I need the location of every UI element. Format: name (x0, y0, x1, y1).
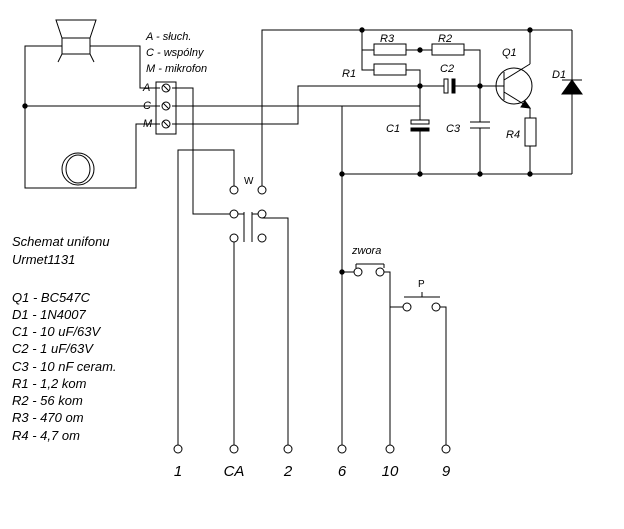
jumper-label: zwora (351, 245, 381, 257)
wire-r1-right (406, 69, 421, 86)
label-d1: D1 (552, 69, 566, 81)
capacitor-c1-plus (410, 119, 430, 125)
part-item: C2 - 1 uF/63V (12, 341, 94, 356)
terminal-10-pin (385, 444, 395, 454)
capacitor-c2-minus (451, 78, 456, 94)
part-item: Q1 - BC547C (12, 290, 91, 305)
wire-m-amp (172, 85, 420, 125)
wire-terminal-9 (440, 306, 447, 449)
wire-top-rail (261, 29, 572, 190)
hook-switch-label: W (244, 176, 254, 187)
terminal-row (173, 444, 451, 454)
connector-block (155, 81, 177, 135)
part-item: R3 - 470 om (12, 410, 84, 425)
wire-terminal-1 (177, 149, 235, 449)
terminal-ca-pin (229, 444, 239, 454)
label-r4: R4 (506, 129, 520, 141)
terminal-label: 6 (338, 463, 347, 480)
terminal-2-pin (283, 444, 293, 454)
part-item: D1 - 1N4007 (12, 307, 86, 322)
capacitor-c2-plus (443, 78, 449, 94)
resistor-r3 (373, 43, 407, 56)
terminal-label: 2 (283, 463, 293, 480)
title-line-1: Schemat unifonu (12, 234, 110, 249)
pin-label-m: M (143, 118, 153, 130)
legend-m: M - mikrofon (146, 63, 207, 75)
part-item: R4 - 4,7 om (12, 428, 80, 443)
label-r1: R1 (342, 68, 356, 80)
label-q1: Q1 (502, 47, 517, 59)
pin-label-c: C (143, 100, 151, 112)
terminal-1-pin (173, 444, 183, 454)
wire-earpiece-pin-a (90, 45, 160, 89)
legend-c: C - wspólny (146, 47, 205, 59)
terminal-label: 9 (442, 463, 451, 480)
wire-r2-base (464, 49, 481, 86)
wire-r1-left (361, 50, 374, 71)
wire-mic-pin-m (96, 123, 160, 189)
hook-switch (229, 185, 267, 243)
resistor-r2 (431, 43, 465, 56)
label-r3: R3 (380, 33, 395, 45)
part-item: R2 - 56 kom (12, 393, 83, 408)
label-c3: C3 (446, 123, 461, 135)
pin-label-a: A (142, 82, 150, 94)
microphone-icon (61, 152, 96, 189)
diode-d1 (561, 30, 583, 174)
legend-a: A - słuch. (145, 31, 191, 43)
transistor-q1 (495, 63, 533, 109)
wire-terminal-2 (262, 217, 289, 449)
resistor-r4 (524, 117, 537, 147)
part-item: C3 - 10 nF ceram. (12, 359, 117, 374)
terminal-9-pin (441, 444, 451, 454)
wire-earpiece-left (24, 45, 62, 189)
terminal-label: 10 (382, 463, 399, 480)
push-button (402, 292, 441, 312)
terminal-label: CA (224, 463, 245, 480)
label-c1: C1 (386, 123, 400, 135)
wire-terminal-10 (384, 271, 391, 449)
resistor-r1 (373, 63, 407, 76)
part-item: R1 - 1,2 kom (12, 376, 87, 391)
terminal-6-pin (337, 444, 347, 454)
part-item: C1 - 10 uF/63V (12, 324, 101, 339)
label-c2: C2 (440, 63, 454, 75)
label-r2: R2 (438, 33, 452, 45)
title-line-2: Urmet1131 (12, 252, 75, 267)
terminal-label: 1 (174, 463, 182, 480)
jumper-switch (353, 263, 385, 277)
wire-a-hook (172, 87, 234, 215)
button-label: P (418, 279, 425, 290)
earpiece-speaker-icon (55, 19, 97, 63)
capacitor-c1-minus (410, 127, 430, 132)
